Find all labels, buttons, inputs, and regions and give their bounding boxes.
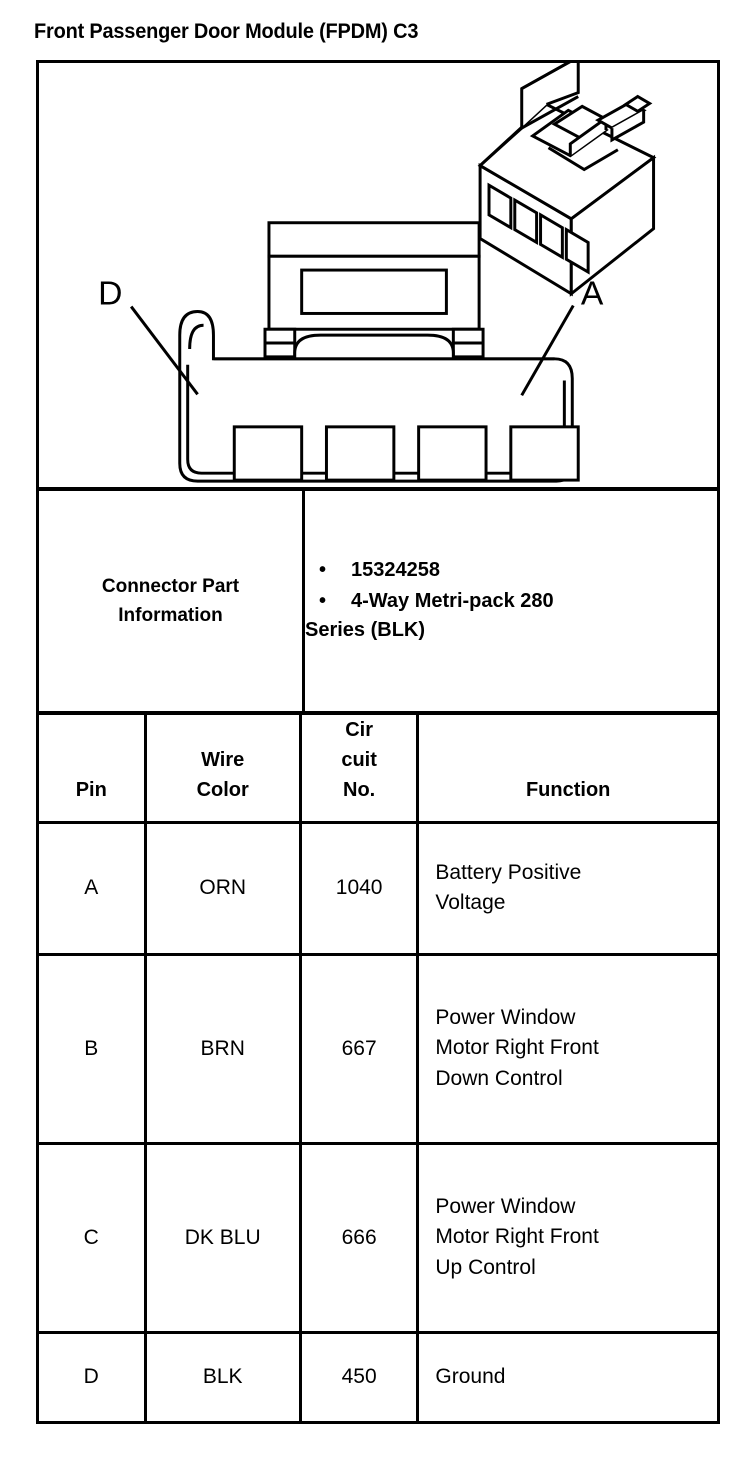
pin-table-header-row: Pin Wire Color Cir cuit No. Function — [36, 712, 720, 824]
header-circuit-no-line-2: cuit — [341, 749, 377, 771]
connector-part-information-values: • 15324258 • 4-Way Metri-pack 280 Series … — [302, 488, 720, 714]
pin-label-d: D — [98, 276, 122, 313]
cavity-a — [509, 425, 580, 482]
cavity-b — [417, 425, 488, 482]
cell-pin: A — [36, 821, 147, 956]
pin-label-a: A — [581, 276, 604, 313]
table-row: B BRN 667 Power Window Motor Right Front… — [36, 952, 720, 1145]
cell-pin: C — [36, 1141, 147, 1334]
table-row: A ORN 1040 Battery Positive Voltage — [36, 821, 720, 956]
connector-part-information-label: Connector Part Information — [36, 488, 305, 714]
function-line: Motor Right Front — [435, 1225, 599, 1249]
header-wire-color-line-2: Color — [196, 779, 249, 801]
function-line: Power Window — [435, 1005, 576, 1029]
cavity-d — [232, 425, 304, 482]
function-line: Down Control — [435, 1066, 563, 1090]
header-pin: Pin — [36, 712, 147, 824]
cell-pin: D — [36, 1330, 147, 1425]
cell-wire-color: BLK — [143, 1330, 302, 1425]
connector-part-list: • 15324258 • 4-Way Metri-pack 280 Series … — [305, 556, 717, 645]
connector-diagram-box: D A — [36, 60, 720, 490]
function-line: Ground — [435, 1365, 506, 1389]
connector-part-information-row: Connector Part Information • 15324258 • 4… — [36, 488, 720, 714]
cell-function: Power Window Motor Right Front Up Contro… — [416, 1141, 720, 1334]
function-line: Motor Right Front — [435, 1036, 599, 1060]
cell-function: Power Window Motor Right Front Down Cont… — [416, 952, 720, 1145]
pin-function-table: Pin Wire Color Cir cuit No. Function A O… — [36, 712, 720, 1425]
cavity-c — [324, 425, 396, 482]
connector-isometric-view — [477, 63, 657, 297]
leader-line-a — [520, 304, 575, 397]
cell-circuit-no: 666 — [298, 1141, 420, 1334]
page-title: Front Passenger Door Module (FPDM) C3 — [34, 20, 419, 43]
bullet-icon: • — [319, 589, 327, 612]
header-function: Function — [416, 712, 720, 824]
function-line: Voltage — [435, 891, 506, 915]
connector-series-line-2: Series (BLK) — [305, 618, 426, 641]
table-row: D BLK 450 Ground — [36, 1330, 720, 1425]
connector-series-line-1: 4-Way Metri-pack 280 — [351, 589, 554, 612]
cell-wire-color: BRN — [143, 952, 302, 1145]
function-line: Power Window — [435, 1194, 576, 1218]
connector-part-number-item: • 15324258 — [305, 556, 717, 585]
header-circuit-no: Cir cuit No. — [298, 712, 420, 824]
connector-part-number: 15324258 — [351, 558, 440, 581]
header-circuit-no-line-3: No. — [343, 779, 376, 801]
connector-part-information-table: Connector Part Information • 15324258 • 4… — [36, 488, 720, 714]
cpi-label-line-2: Information — [118, 605, 223, 626]
connector-face-view — [178, 221, 580, 483]
cell-wire-color: DK BLU — [143, 1141, 302, 1334]
header-circuit-no-line-1: Cir — [345, 719, 374, 741]
cell-function: Battery Positive Voltage — [416, 821, 720, 956]
cell-function: Ground — [416, 1330, 720, 1425]
connector-series-item: • 4-Way Metri-pack 280 Series (BLK) — [305, 587, 717, 645]
bullet-icon: • — [319, 558, 327, 581]
cell-circuit-no: 450 — [298, 1330, 420, 1425]
leader-line-d — [129, 305, 199, 396]
cell-circuit-no: 667 — [298, 952, 420, 1145]
header-wire-color-line-1: Wire — [201, 749, 245, 771]
header-wire-color: Wire Color — [143, 712, 302, 824]
cell-wire-color: ORN — [143, 821, 302, 956]
cell-circuit-no: 1040 — [298, 821, 420, 956]
connector-illustration: D A — [98, 63, 657, 483]
cpi-label-line-1: Connector Part — [101, 575, 240, 597]
function-line: Battery Positive — [435, 860, 582, 884]
function-line: Up Control — [435, 1255, 536, 1279]
table-row: C DK BLU 666 Power Window Motor Right Fr… — [36, 1141, 720, 1334]
cell-pin: B — [36, 952, 147, 1145]
